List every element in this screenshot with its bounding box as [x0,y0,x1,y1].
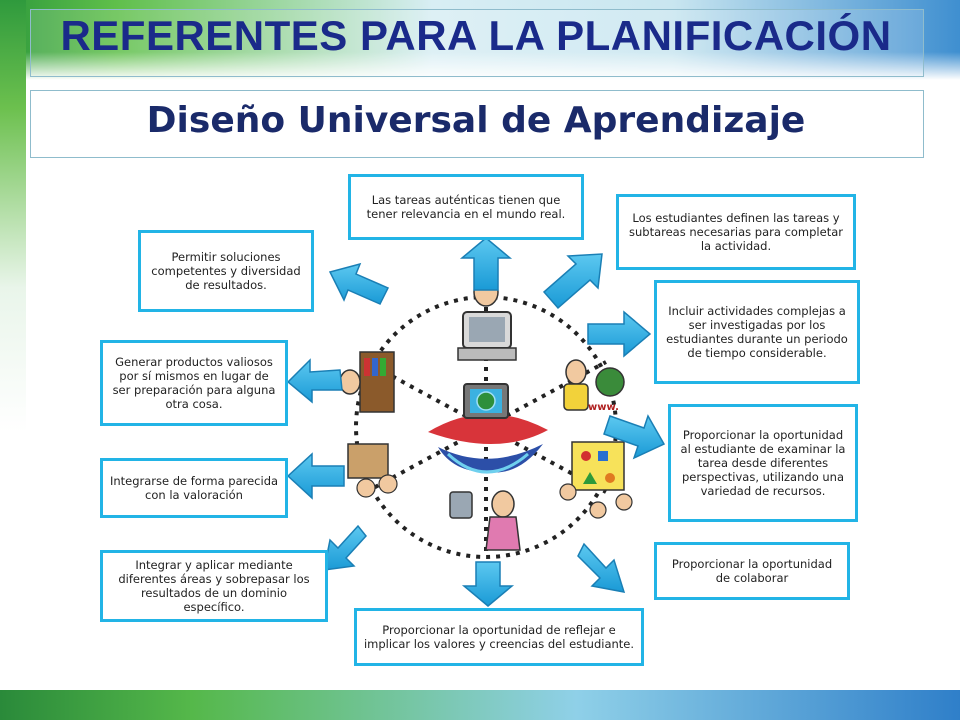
background-top-band [0,0,960,80]
person-globe-icon: www. [563,359,625,413]
arrow-left-upper [328,262,390,305]
subtitle-frame [30,90,924,158]
arrows [286,237,666,607]
slide-title: REFERENTES PARA LA PLANIFICACIÓN [60,12,892,59]
box-right-3: Proporcionar la oportunidad de colaborar [654,542,850,600]
computer-globe-icon [428,383,548,474]
arrow-up-right [542,253,603,310]
box-left-1: Permitir soluciones competentes y divers… [138,230,314,312]
person-computer-icon [457,277,517,361]
box-left-2: Generar productos valiosos por sí mismos… [100,340,288,426]
box-left-3: Integrarse de forma parecida con la valo… [100,458,288,518]
svg-text:www.: www. [588,402,619,413]
child-robot-icon [449,490,521,551]
arrow-up [459,237,513,291]
background-left-band [0,0,26,720]
box-right-1: Incluir actividades complejas a ser inve… [654,280,860,384]
title-frame [30,9,924,77]
box-right-2: Proporcionar la oportunidad al estudiant… [668,404,858,522]
arrow-left-lower [286,452,345,500]
box-bottom: Proporcionar la oportunidad de reflejar … [354,608,644,666]
background-bottom-band [0,690,960,720]
box-top: Las tareas auténticas tienen que tener r… [348,174,584,240]
arrow-down-left [323,524,367,571]
hub-graphic: www. [286,237,666,607]
box-top-right: Los estudiantes definen las tareas y sub… [616,194,856,270]
arrow-right-upper [587,310,652,358]
arrow-down [461,561,515,607]
arrow-left-middle [286,358,343,404]
bookshelf-people-icon [339,351,398,498]
diagram-area: www. [98,172,862,668]
easel-shapes-icon [559,441,633,519]
box-left-4: Integrar y aplicar mediante diferentes á… [100,550,328,622]
arrow-down-right [577,542,626,593]
arrow-right-lower [603,414,666,460]
slide-subtitle: Diseño Universal de Aprendizaje [146,100,806,141]
